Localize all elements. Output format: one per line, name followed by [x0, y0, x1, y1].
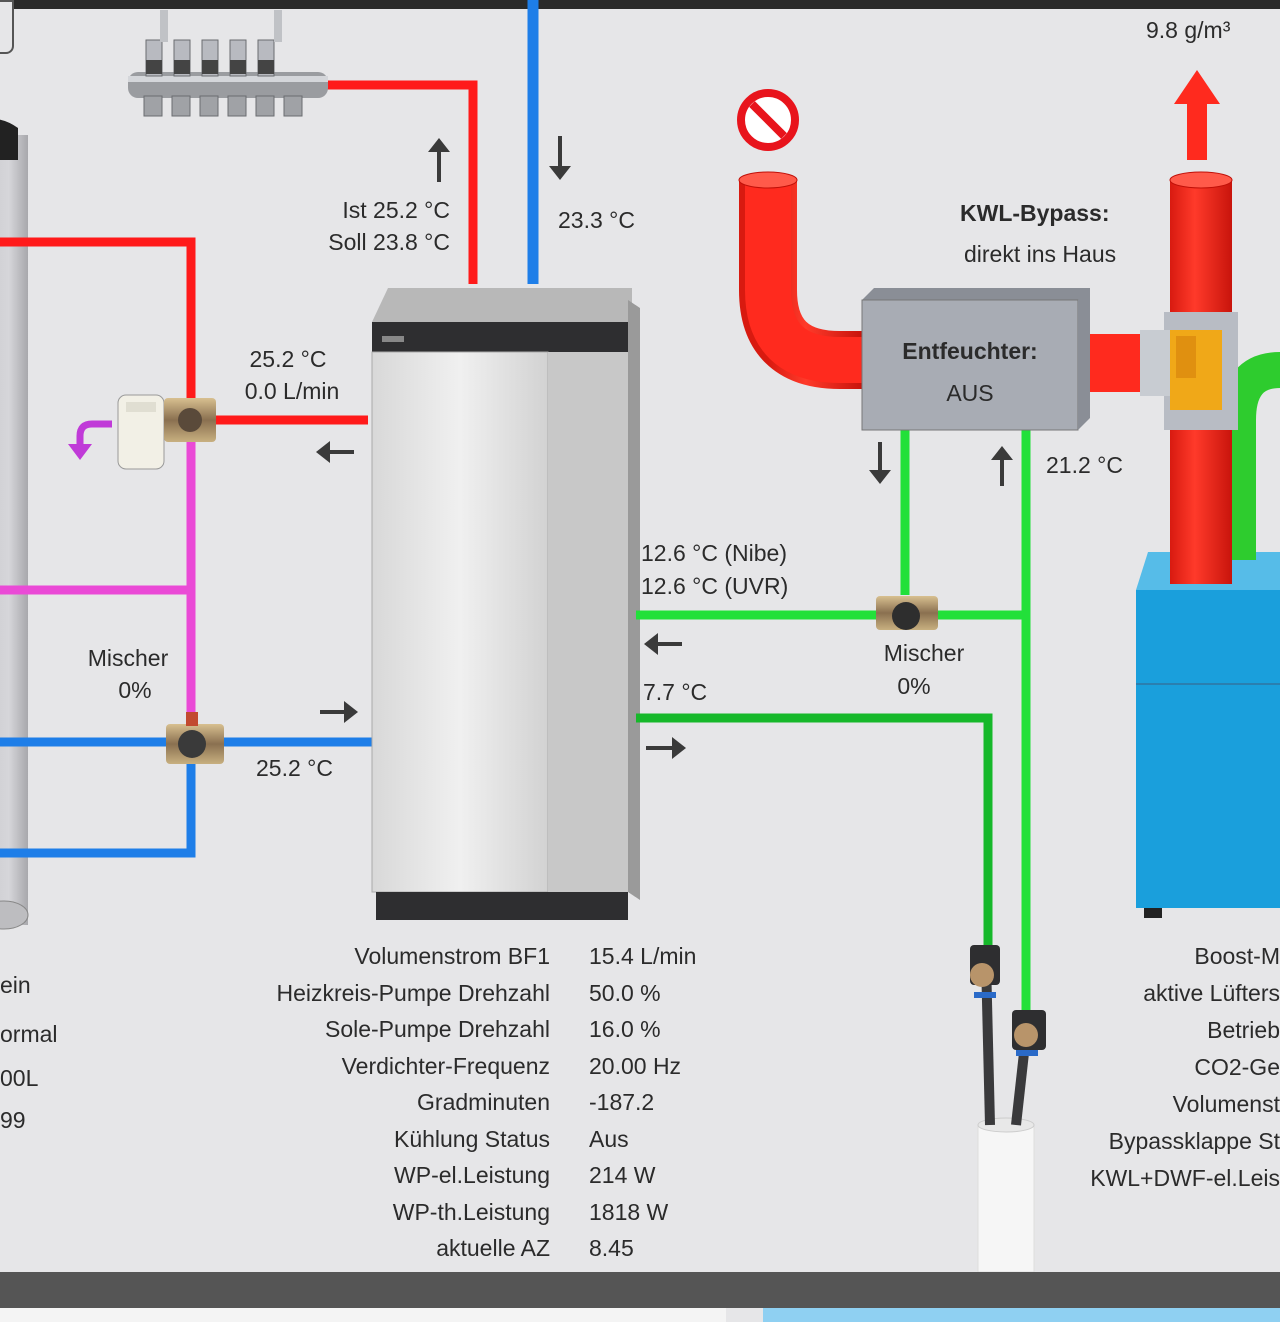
arrow-down-icon	[869, 442, 891, 484]
tank-info-line-2: ormal	[0, 1021, 58, 1047]
bottom-tab-left[interactable]	[0, 1308, 726, 1322]
flow-soll-temp: Soll 23.8 °C	[328, 229, 450, 255]
kwl-stat-label: Betrieb	[1207, 1017, 1280, 1043]
buffer-flow-temp: 25.2 °C	[249, 346, 327, 372]
stat-label: aktuelle AZ	[436, 1235, 550, 1261]
ventilation-unit	[1136, 552, 1280, 918]
heating-mixer-valve	[166, 712, 224, 764]
kwl-return-temp: 21.2 °C	[1046, 452, 1123, 478]
brine-pipes	[636, 430, 1031, 1015]
stat-label: Verdichter-Frequenz	[341, 1052, 550, 1079]
top-status-bar	[0, 0, 1280, 9]
heat-pump-unit	[371, 288, 640, 920]
heatpump-stats-values: 15.4 L/min 50.0 % 16.0 % 20.00 Hz -187.2…	[589, 938, 769, 1267]
diverter-valve	[117, 394, 216, 470]
kwl-stats-labels: Boost-M aktive Lüfters Betrieb CO2-Ge Vo…	[1060, 938, 1280, 1197]
tank-info-line-4: 99	[0, 1107, 26, 1133]
bottom-navigation-bar	[0, 1272, 1280, 1308]
floor-heating-manifold	[128, 10, 328, 117]
stat-label: WP-el.Leistung	[394, 1162, 550, 1188]
menu-toggle-button[interactable]	[0, 0, 14, 54]
stat-value: 20.00 Hz	[589, 1052, 682, 1079]
bottom-tab-right[interactable]	[763, 1308, 1280, 1322]
brine-in-nibe-temp: 12.6 °C (Nibe)	[641, 540, 787, 566]
no-entry-icon	[737, 89, 799, 151]
stat-value: Aus	[589, 1125, 629, 1152]
arrow-left-icon	[316, 441, 354, 463]
buffer-flow-rate: 0.0 L/min	[244, 378, 340, 404]
heatpump-stats-labels: Volumenstrom BF1 Heizkreis-Pumpe Drehzah…	[200, 938, 550, 1267]
brine-mixer-label: Mischer	[883, 640, 965, 666]
stat-value: 214 W	[589, 1162, 656, 1188]
heating-flow-pipes	[0, 80, 478, 425]
hydraulic-diagram	[0, 0, 1280, 1272]
stat-value: 1818 W	[589, 1198, 669, 1225]
flow-arrows	[316, 136, 1013, 759]
dehumidifier-title: Entfeuchter:	[902, 338, 1038, 364]
arrow-up-icon	[428, 138, 450, 182]
top-return-temp: 23.3 °C	[558, 207, 635, 233]
brine-out-temp: 7.7 °C	[643, 679, 708, 705]
turn-arrow-icon	[68, 420, 112, 460]
tank-info-line-3: 00L	[0, 1065, 39, 1091]
kwl-stat-label: KWL+DWF-el.Leis	[1090, 1165, 1280, 1191]
stat-value: 8.45	[589, 1235, 634, 1261]
stat-label: Gradminuten	[417, 1089, 550, 1115]
kwl-stat-label: Volumenst	[1172, 1091, 1280, 1117]
heating-return-temp: 25.2 °C	[256, 755, 333, 781]
dehumidifier-value: AUS	[946, 380, 994, 406]
arrow-right-icon	[646, 737, 686, 759]
exhaust-duct	[1164, 171, 1238, 584]
stat-label: Sole-Pumpe Drehzahl	[324, 1016, 550, 1042]
kwl-stat-label: CO2-Ge	[1194, 1054, 1280, 1080]
stat-label: Heizkreis-Pumpe Drehzahl	[276, 979, 550, 1006]
kwl-stat-label: aktive Lüfters	[1143, 980, 1280, 1006]
mixed-pipes	[0, 440, 196, 720]
brine-in-uvr-temp: 12.6 °C (UVR)	[641, 573, 789, 599]
supply-air-duct	[1220, 352, 1280, 560]
bypass-value: direkt ins Haus	[964, 241, 1117, 267]
stat-value: 15.4 L/min	[589, 943, 697, 969]
kwl-stat-label: Bypassklappe St	[1108, 1128, 1280, 1154]
dehumidifier-box	[861, 288, 1090, 431]
heating-mixer-value: 0%	[118, 677, 152, 703]
stat-label: WP-th.Leistung	[392, 1198, 550, 1225]
tank-info-line-1: ein	[0, 972, 31, 998]
humidity-value: 9.8 g/m³	[1146, 17, 1231, 43]
stat-value: -187.2	[589, 1089, 655, 1115]
flow-ist-temp: Ist 25.2 °C	[342, 197, 450, 223]
arrow-up-icon	[1174, 70, 1220, 160]
arrow-right-icon	[320, 701, 358, 723]
arrow-left-icon	[644, 633, 682, 655]
arrow-up-icon	[991, 446, 1013, 486]
bypass-title: KWL-Bypass:	[960, 200, 1110, 226]
kwl-stat-label: Boost-M	[1194, 943, 1280, 969]
stat-value: 50.0 %	[589, 979, 661, 1006]
stat-label: Volumenstrom BF1	[354, 943, 550, 969]
ground-collector	[970, 945, 1046, 1272]
stat-label: Kühlung Status	[393, 1125, 550, 1152]
intake-duct	[738, 171, 1170, 396]
brine-mixer-value: 0%	[897, 673, 931, 699]
brine-mixer-valve	[876, 596, 938, 630]
arrow-down-icon	[549, 136, 571, 180]
heating-mixer-label: Mischer	[87, 645, 169, 671]
storage-tank	[0, 119, 29, 930]
stat-value: 16.0 %	[589, 1016, 661, 1042]
